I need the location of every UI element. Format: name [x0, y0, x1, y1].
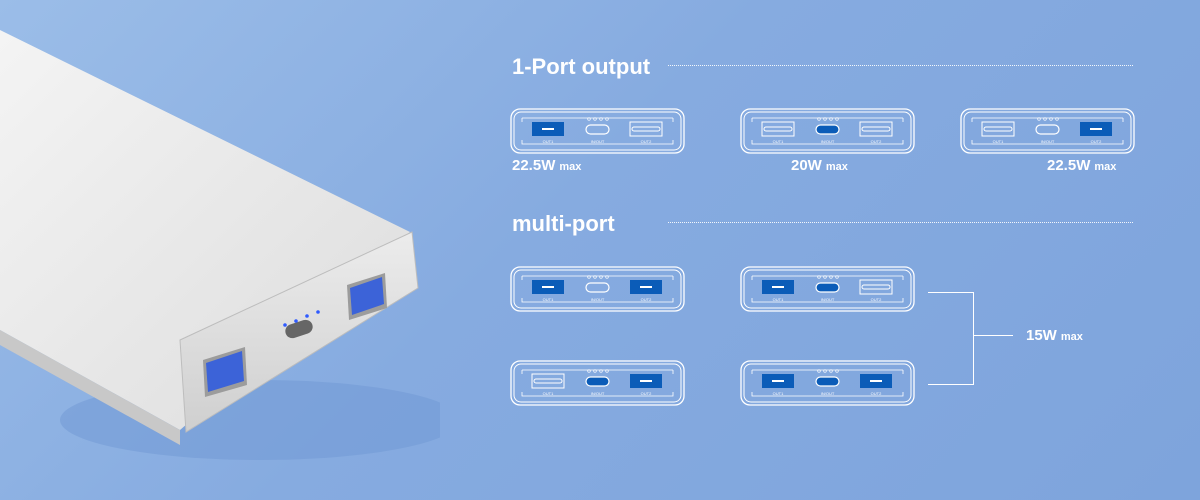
usb-a-out2-port	[859, 279, 893, 295]
usb-a-out2-port	[630, 280, 662, 294]
usb-c-inout-port	[1035, 124, 1060, 135]
port-label-out2: OUT2	[871, 139, 882, 144]
usb-a-out2-port	[630, 374, 662, 388]
port-label-inout: IN/OUT	[821, 297, 835, 302]
usb-a-out1-port	[532, 280, 564, 294]
usb-c-inout-port	[585, 282, 610, 293]
usb-a-out2-port	[1080, 122, 1112, 136]
usb-c-inout-port	[815, 376, 840, 387]
usb-a-out1-port	[531, 373, 565, 389]
port-label-out2: OUT2	[641, 297, 652, 302]
port-label-inout: IN/OUT	[591, 297, 605, 302]
usb-a-out1-port	[762, 280, 794, 294]
port-label-out1: OUT1	[543, 391, 554, 396]
port-label-out2: OUT2	[871, 297, 882, 302]
port-label-out1: OUT1	[993, 139, 1004, 144]
port-label-out2: OUT2	[1091, 139, 1102, 144]
port-label-out1: OUT1	[773, 139, 784, 144]
port-label-out1: OUT1	[543, 139, 554, 144]
usb-c-inout-port	[585, 124, 610, 135]
usb-a-out1-port	[762, 374, 794, 388]
led-dots	[587, 369, 609, 373]
usb-a-out2-port	[629, 121, 663, 137]
single-port-heading: 1-Port output	[512, 54, 651, 79]
port-label-out1: OUT1	[773, 391, 784, 396]
port-diagram-panel: OUT1 IN/OUT OUT2	[960, 108, 1135, 154]
led-dots	[817, 117, 839, 121]
divider	[668, 222, 1133, 223]
port-label-out2: OUT2	[641, 391, 652, 396]
port-diagram-panel: OUT1 IN/OUT OUT2	[740, 266, 915, 312]
port-label-inout: IN/OUT	[821, 139, 835, 144]
power-bank-image	[0, 30, 440, 460]
multi-port-heading: multi-port	[512, 211, 615, 236]
usb-a-port-left	[203, 347, 247, 397]
port-label-out1: OUT1	[543, 297, 554, 302]
usb-a-out1-port	[532, 122, 564, 136]
port-diagram-panel: OUT1 IN/OUT OUT2	[510, 108, 685, 154]
port-diagram-panel: OUT1 IN/OUT OUT2	[510, 360, 685, 406]
port-label-inout: IN/OUT	[1041, 139, 1055, 144]
bracket-connector	[973, 335, 1013, 336]
port-label-out2: OUT2	[641, 139, 652, 144]
led-dots	[817, 275, 839, 279]
usb-c-port	[285, 319, 313, 339]
port-label-inout: IN/OUT	[821, 391, 835, 396]
usb-a-out1-port	[761, 121, 795, 137]
usb-a-out1-port	[981, 121, 1015, 137]
led-dots	[817, 369, 839, 373]
led-dots	[1037, 117, 1059, 121]
port-label-inout: IN/OUT	[591, 391, 605, 396]
led-dots	[587, 275, 609, 279]
usb-a-out2-port	[860, 374, 892, 388]
port-diagram-panel: OUT1 IN/OUT OUT2	[740, 360, 915, 406]
port-diagram-panel: OUT1 IN/OUT OUT2	[510, 266, 685, 312]
led-dots	[587, 117, 609, 121]
usb-c-inout-port	[815, 124, 840, 135]
usb-c-inout-port	[815, 282, 840, 293]
port-diagram-panel: OUT1 IN/OUT OUT2	[740, 108, 915, 154]
port-label-out1: OUT1	[773, 297, 784, 302]
port-label-inout: IN/OUT	[591, 139, 605, 144]
bracket	[928, 292, 974, 385]
led-indicators	[283, 310, 320, 327]
port-label-out2: OUT2	[871, 391, 882, 396]
divider	[668, 65, 1133, 66]
usb-a-out2-port	[859, 121, 893, 137]
usb-a-port-right	[347, 273, 387, 320]
usb-c-inout-port	[585, 376, 610, 387]
